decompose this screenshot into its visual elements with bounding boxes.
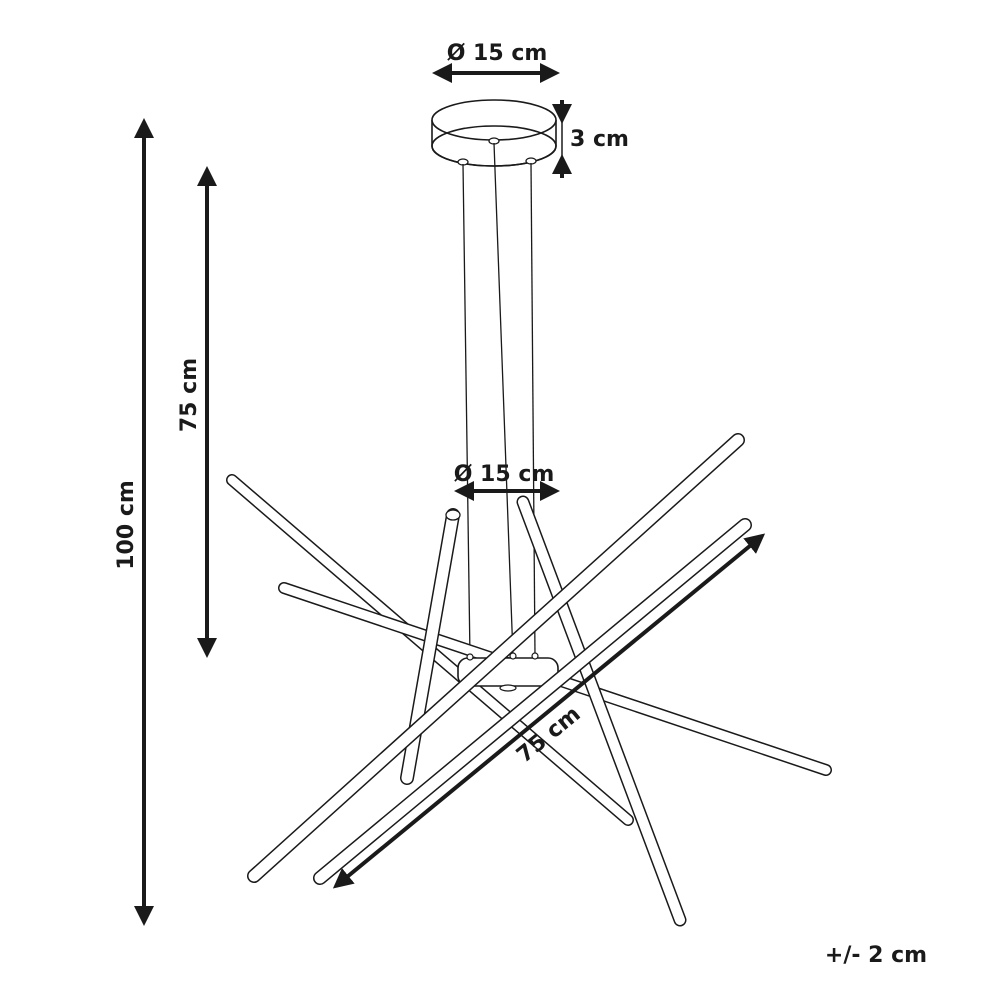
rod-6 [313, 518, 752, 885]
rod-5 [247, 433, 745, 883]
cable-length-label: 75 cm [177, 358, 202, 432]
total-height-label: 100 cm [114, 480, 139, 570]
hub-diameter-label: Ø 15 cm [454, 462, 555, 487]
canopy-diameter-label: Ø 15 cm [447, 41, 548, 66]
tolerance-label: +/- 2 cm [825, 943, 927, 968]
dimension-canopy-diameter: Ø 15 cm [432, 41, 560, 83]
suspension-cables [462, 142, 536, 659]
dimension-total-height: 100 cm [114, 118, 154, 926]
canopy-height-label: 3 cm [570, 127, 629, 152]
light-rods [226, 433, 832, 927]
dimension-hub-diameter: Ø 15 cm [454, 462, 560, 501]
dimension-canopy-height: 3 cm [552, 100, 629, 178]
dimension-cable-length: 75 cm [177, 166, 217, 658]
